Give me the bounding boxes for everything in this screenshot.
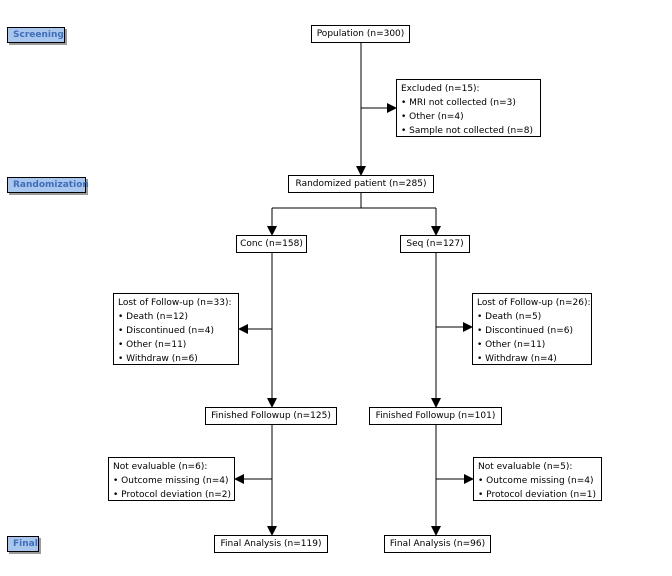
seq-not-evaluable-item: • Protocol deviation (n=1)	[478, 490, 596, 500]
seq-arm-box: Seq (n=127)	[400, 235, 470, 253]
randomized-box: Randomized patient (n=285)	[288, 175, 434, 193]
excluded-title: Excluded (n=15):	[401, 84, 480, 94]
conc-lost-item: • Death (n=12)	[118, 312, 188, 322]
conc-arm-box: Conc (n=158)	[236, 235, 307, 253]
population-box: Population (n=300)	[311, 25, 410, 43]
seq-lost-item: • Withdraw (n=4)	[477, 354, 557, 364]
conc-lost-title: Lost of Follow-up (n=33):	[118, 298, 232, 308]
stage-final: Final	[7, 536, 39, 552]
conc-lost-box: Lost of Follow-up (n=33): • Death (n=12)…	[113, 293, 239, 365]
excluded-item: • MRI not collected (n=3)	[401, 98, 516, 108]
excluded-item: • Other (n=4)	[401, 112, 464, 122]
conc-lost-item: • Withdraw (n=6)	[118, 354, 198, 364]
seq-finished-box: Finished Followup (n=101)	[369, 407, 502, 425]
seq-lost-item: • Other (n=11)	[477, 340, 546, 350]
stage-randomization: Randomization	[7, 177, 89, 193]
conc-not-evaluable-item: • Outcome missing (n=4)	[113, 476, 229, 486]
seq-lost-box: Lost of Follow-up (n=26): • Death (n=5) …	[472, 293, 592, 365]
seq-lost-item: • Discontinued (n=6)	[477, 326, 573, 336]
seq-final-box: Final Analysis (n=96)	[384, 535, 491, 553]
excluded-item: • Sample not collected (n=8)	[401, 126, 533, 136]
stage-screening: Screening	[7, 27, 65, 43]
conc-lost-item: • Other (n=11)	[118, 340, 187, 350]
conc-not-evaluable-box: Not evaluable (n=6): • Outcome missing (…	[108, 457, 235, 501]
seq-lost-title: Lost of Follow-up (n=26):	[477, 298, 591, 308]
conc-final-box: Final Analysis (n=119)	[214, 535, 328, 553]
conc-not-evaluable-title: Not evaluable (n=6):	[113, 462, 208, 472]
seq-not-evaluable-item: • Outcome missing (n=4)	[478, 476, 594, 486]
seq-lost-item: • Death (n=5)	[477, 312, 542, 322]
excluded-box: Excluded (n=15): • MRI not collected (n=…	[396, 79, 541, 137]
conc-finished-box: Finished Followup (n=125)	[205, 407, 337, 425]
seq-not-evaluable-box: Not evaluable (n=5): • Outcome missing (…	[473, 457, 602, 501]
seq-not-evaluable-title: Not evaluable (n=5):	[478, 462, 573, 472]
conc-lost-item: • Discontinued (n=4)	[118, 326, 214, 336]
conc-not-evaluable-item: • Protocol deviation (n=2)	[113, 490, 231, 500]
